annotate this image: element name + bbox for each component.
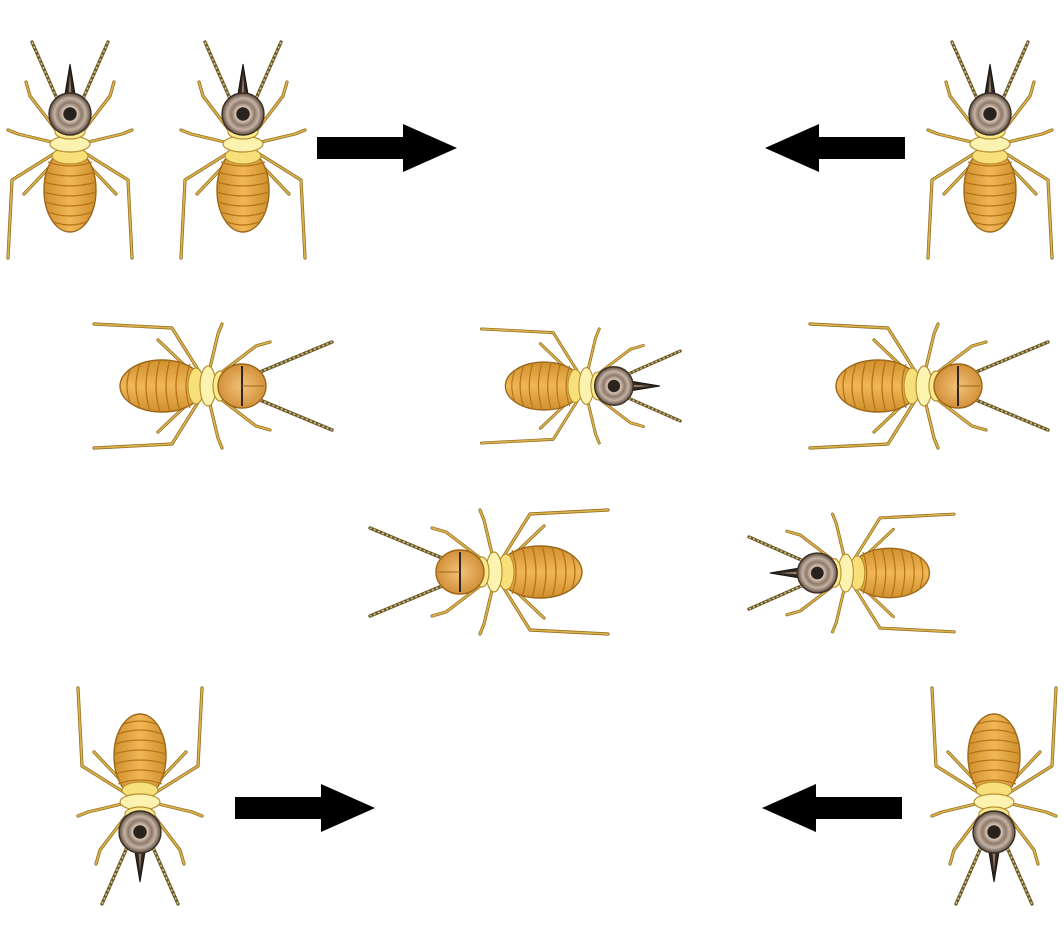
arrow-right-1 [317,124,457,172]
nasute-termite-icon [78,688,202,904]
termite-icon [370,510,608,634]
arrow-right-2 [235,784,375,832]
arrow-right-icon [235,784,375,832]
termite-icon [810,324,1048,448]
arrow-left-1 [765,124,905,172]
arrow-left-icon [762,784,902,832]
nasute-termite-icon [8,42,132,258]
arrow-right-icon [317,124,457,172]
termite-nasute-4 [481,329,680,443]
termite-plain-2 [810,324,1048,448]
nasute-termite-icon [928,42,1052,258]
termite-plain-1 [94,324,332,448]
termite-nasute-5 [749,514,954,632]
nasute-termite-icon [932,688,1056,904]
termite-nasute-3 [928,42,1052,258]
arrow-left-2 [762,784,902,832]
arrow-left-icon [765,124,905,172]
termite-nasute-6 [78,688,202,904]
termite-nasute-1 [8,42,132,258]
termite-nasute-2 [181,42,305,258]
nasute-termite-icon [481,329,680,443]
termite-icon [94,324,332,448]
nasute-termite-icon [749,514,954,632]
nasute-termite-icon [181,42,305,258]
termite-nasute-7 [932,688,1056,904]
termite-plain-3 [370,510,608,634]
